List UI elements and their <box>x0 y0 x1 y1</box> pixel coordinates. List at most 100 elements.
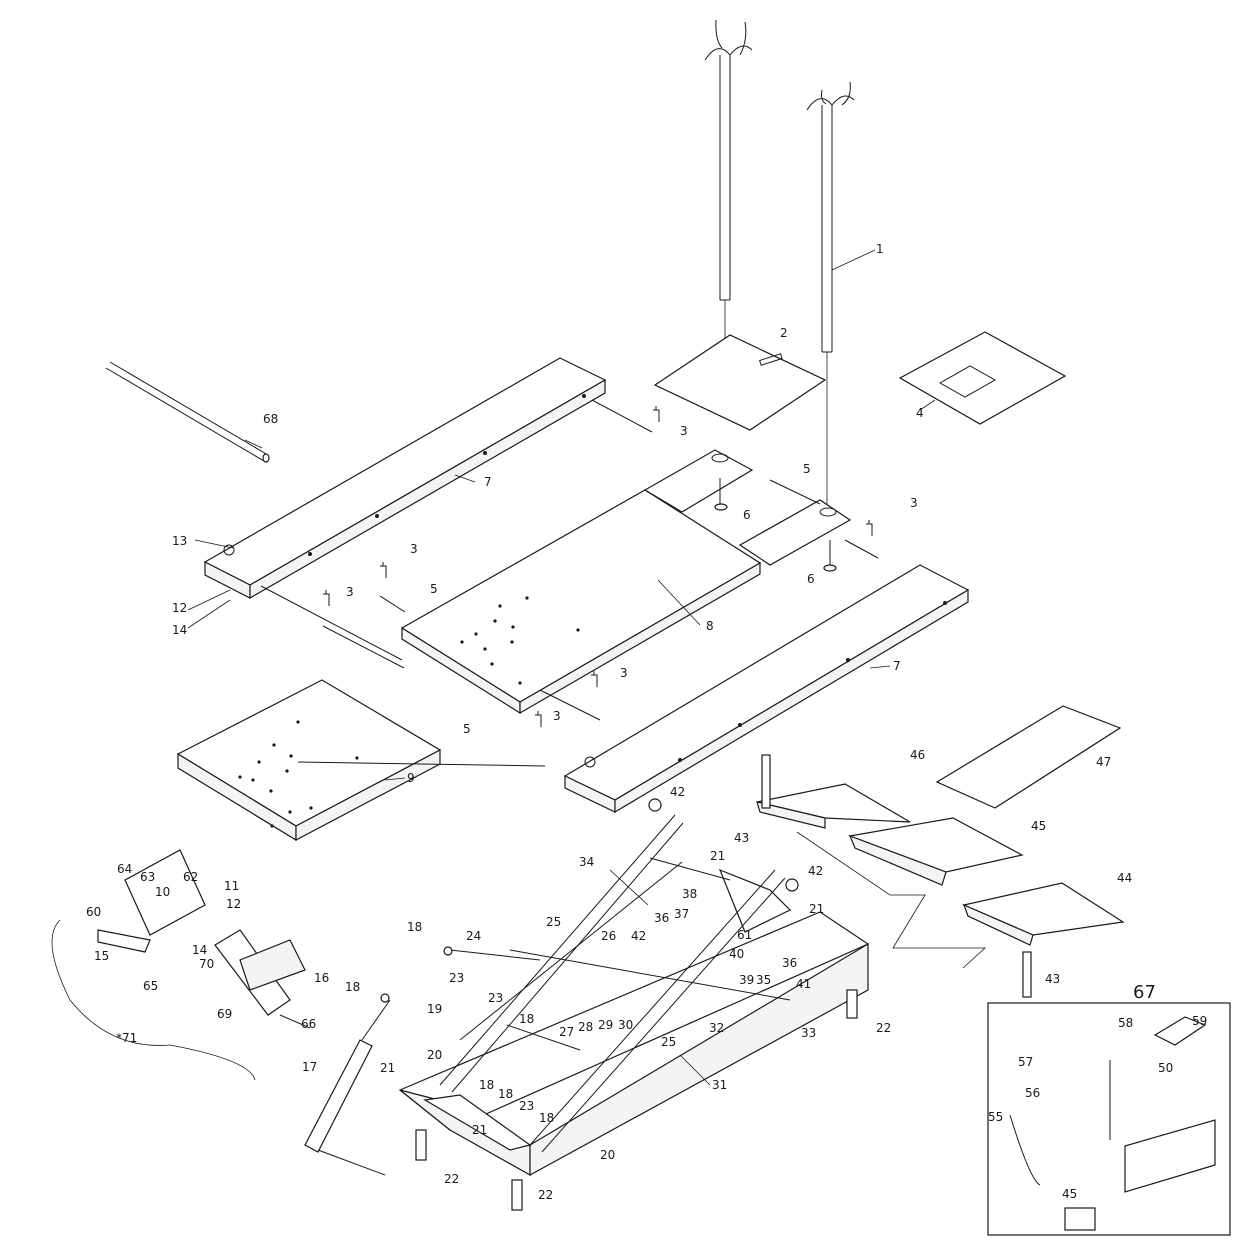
label-70: 70 <box>199 957 214 971</box>
label-18: 18 <box>407 920 422 934</box>
label-50: 50 <box>1158 1061 1173 1075</box>
label-62: 62 <box>183 870 198 884</box>
ramp-46 <box>756 783 911 829</box>
label-39: 39 <box>739 973 754 987</box>
ramp-47 <box>935 705 1122 809</box>
label-36: 36 <box>654 911 669 925</box>
t-pins <box>323 406 873 727</box>
scissor-arms <box>380 798 799 1153</box>
label-69: 69 <box>217 1007 232 1021</box>
label-43: 43 <box>734 831 749 845</box>
side-rail-left <box>203 357 607 600</box>
label-15: 15 <box>94 949 109 963</box>
label-18: 18 <box>519 1012 534 1026</box>
long-rod <box>105 361 270 463</box>
label-6: 6 <box>743 508 751 522</box>
label-23: 23 <box>449 971 464 985</box>
release-handle-assembly <box>51 849 256 1081</box>
label-2: 2 <box>780 326 788 340</box>
label-29: 29 <box>598 1018 613 1032</box>
label-34: 34 <box>579 855 594 869</box>
label-12: 12 <box>226 897 241 911</box>
label-3: 3 <box>910 496 918 510</box>
label-66: 66 <box>301 1017 316 1031</box>
label-56: 56 <box>1025 1086 1040 1100</box>
label-21: 21 <box>710 849 725 863</box>
label-18: 18 <box>539 1111 554 1125</box>
label-3: 3 <box>620 666 628 680</box>
leader-lines <box>187 439 891 1086</box>
label-71: *71 <box>116 1031 137 1045</box>
label-25: 25 <box>546 915 561 929</box>
label-3: 3 <box>553 709 561 723</box>
label-28: 28 <box>578 1020 593 1034</box>
label-20: 20 <box>427 1048 442 1062</box>
ramp-posts <box>761 754 1032 998</box>
label-1: 1 <box>876 242 884 256</box>
label-59: 59 <box>1192 1014 1207 1028</box>
label-30: 30 <box>618 1018 633 1032</box>
label-6: 6 <box>807 572 815 586</box>
part-labels: 1 2 3 3 3 3 3 3 4 5 5 5 6 6 7 7 8 9 10 1… <box>86 242 1207 1202</box>
lift-base-frame <box>398 868 870 1177</box>
label-5: 5 <box>803 462 811 476</box>
foot-pedal-bracket <box>214 929 311 1029</box>
label-3: 3 <box>346 585 354 599</box>
label-14: 14 <box>192 943 207 957</box>
label-7: 7 <box>484 475 492 489</box>
label-38: 38 <box>682 887 697 901</box>
label-8: 8 <box>706 619 714 633</box>
label-55: 55 <box>988 1110 1003 1124</box>
side-rail-right <box>563 564 970 814</box>
label-68: 68 <box>263 412 278 426</box>
label-25: 25 <box>661 1035 676 1049</box>
label-64: 64 <box>117 862 132 876</box>
label-44: 44 <box>1117 871 1132 885</box>
label-7: 7 <box>893 659 901 673</box>
label-33: 33 <box>801 1026 816 1040</box>
label-40: 40 <box>729 947 744 961</box>
cover-plate <box>653 334 827 431</box>
label-63: 63 <box>140 870 155 884</box>
label-42: 42 <box>631 929 646 943</box>
label-22: 22 <box>538 1188 553 1202</box>
end-platform <box>176 679 442 842</box>
label-41: 41 <box>796 977 811 991</box>
label-57: 57 <box>1018 1055 1033 1069</box>
label-45: 45 <box>1031 819 1046 833</box>
label-35: 35 <box>756 973 771 987</box>
label-9: 9 <box>407 771 415 785</box>
label-65: 65 <box>143 979 158 993</box>
label-11: 11 <box>224 879 239 893</box>
wheel-stand-right <box>806 81 876 353</box>
hydraulic-inset-box <box>987 1002 1231 1236</box>
label-4: 4 <box>916 406 924 420</box>
label-10: 10 <box>155 885 170 899</box>
label-3: 3 <box>410 542 418 556</box>
label-21: 21 <box>380 1061 395 1075</box>
label-46: 46 <box>910 748 925 762</box>
label-23: 23 <box>488 991 503 1005</box>
label-22: 22 <box>876 1021 891 1035</box>
label-42: 42 <box>670 785 685 799</box>
label-27: 27 <box>559 1025 574 1039</box>
label-36: 36 <box>782 956 797 970</box>
label-26: 26 <box>601 929 616 943</box>
label-24: 24 <box>466 929 481 943</box>
pivot-bolts <box>714 478 837 572</box>
label-45: 45 <box>1062 1187 1077 1201</box>
label-18: 18 <box>345 980 360 994</box>
label-5: 5 <box>430 582 438 596</box>
label-58: 58 <box>1118 1016 1133 1030</box>
label-19: 19 <box>427 1002 442 1016</box>
label-13: 13 <box>172 534 187 548</box>
label-32: 32 <box>709 1021 724 1035</box>
label-60: 60 <box>86 905 101 919</box>
casters <box>415 989 858 1211</box>
label-37: 37 <box>674 907 689 921</box>
label-16: 16 <box>314 971 329 985</box>
label-43: 43 <box>1045 972 1060 986</box>
wheel-stand-left <box>704 19 753 301</box>
label-21: 21 <box>472 1123 487 1137</box>
label-18: 18 <box>498 1087 513 1101</box>
